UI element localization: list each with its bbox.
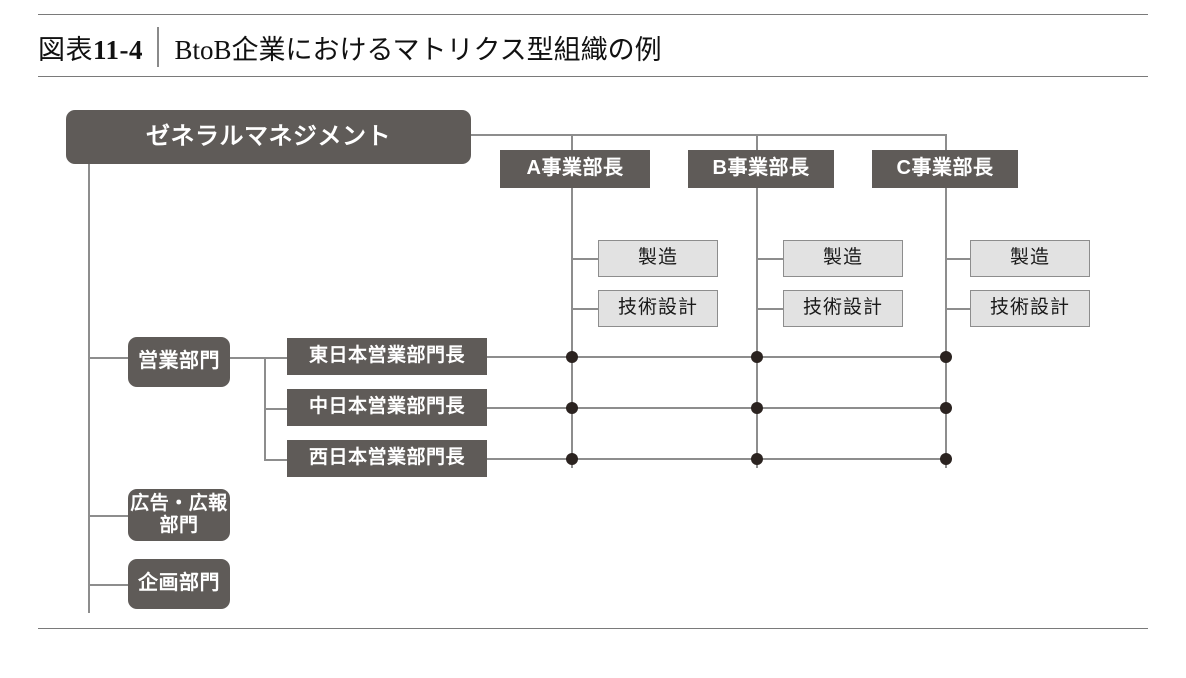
connector-b-to-mfg <box>756 258 783 260</box>
matrix-dot-east-b <box>751 351 763 363</box>
figure-number-value: 11-4 <box>93 34 144 65</box>
matrix-dot-central-b <box>751 402 763 414</box>
node-engineering-a[interactable]: 技術設計 <box>598 290 718 327</box>
node-planning-department[interactable]: 企画部門 <box>128 559 230 609</box>
figure-title: BtoB企業におけるマトリクス型組織の例 <box>174 34 662 65</box>
node-manufacturing-a[interactable]: 製造 <box>598 240 718 277</box>
matrix-dot-west-b <box>751 453 763 465</box>
node-west-sales-manager[interactable]: 西日本営業部門長 <box>287 440 487 477</box>
node-manufacturing-b[interactable]: 製造 <box>783 240 903 277</box>
node-central-sales-manager[interactable]: 中日本営業部門長 <box>287 389 487 426</box>
header-rule-top <box>38 14 1148 15</box>
connector-spine-to-sales-dept <box>88 357 130 359</box>
node-ad-pr-department-line1: 広告・広報 <box>130 492 228 514</box>
connector-spine-to-ad-pr-dept <box>88 515 130 517</box>
node-division-b[interactable]: B事業部長 <box>688 150 834 188</box>
matrix-row-line-central <box>487 407 948 409</box>
connector-b-to-eng <box>756 308 783 310</box>
column-line-c <box>945 188 947 468</box>
spine-left <box>88 164 90 613</box>
column-line-a <box>571 188 573 468</box>
column-line-b <box>756 188 758 468</box>
connector-bus-to-div-a <box>571 134 573 151</box>
matrix-dot-west-c <box>940 453 952 465</box>
connector-c-to-mfg <box>945 258 972 260</box>
node-ad-pr-department-line2: 部門 <box>159 515 199 536</box>
matrix-row-line-east <box>487 356 948 358</box>
connector-spine-to-planning-dept <box>88 584 130 586</box>
matrix-dot-east-c <box>940 351 952 363</box>
figure-number: 図表11-4 <box>38 28 157 67</box>
connector-a-to-eng <box>571 308 598 310</box>
node-manufacturing-c[interactable]: 製造 <box>970 240 1090 277</box>
connector-a-to-mfg <box>571 258 598 260</box>
header-rule-bottom <box>38 76 1148 77</box>
node-division-c[interactable]: C事業部長 <box>872 150 1018 188</box>
node-east-sales-manager[interactable]: 東日本営業部門長 <box>287 338 487 375</box>
matrix-row-line-west <box>487 458 948 460</box>
connector-bus-to-div-c <box>945 134 947 151</box>
node-engineering-c[interactable]: 技術設計 <box>970 290 1090 327</box>
matrix-dot-central-a <box>566 402 578 414</box>
figure-header: 図表11-4 BtoB企業におけるマトリクス型組織の例 <box>38 22 662 72</box>
connector-bus-to-div-b <box>756 134 758 151</box>
matrix-dot-east-a <box>566 351 578 363</box>
node-ad-pr-department[interactable]: 広告・広報 部門 <box>128 489 230 541</box>
figure-rule-bottom <box>38 628 1148 629</box>
node-division-a[interactable]: A事業部長 <box>500 150 650 188</box>
matrix-dot-central-c <box>940 402 952 414</box>
node-general-management[interactable]: ゼネラルマネジメント <box>66 110 471 164</box>
connector-bus-to-central-sales <box>264 408 288 410</box>
figure-label-prefix: 図表 <box>38 34 93 65</box>
connector-gm-to-divisions-bus <box>470 134 947 136</box>
connector-bus-to-west-sales <box>264 459 288 461</box>
node-sales-department[interactable]: 営業部門 <box>128 337 230 387</box>
connector-sales-dept-to-bus <box>230 357 288 359</box>
matrix-dot-west-a <box>566 453 578 465</box>
connector-c-to-eng <box>945 308 972 310</box>
node-engineering-b[interactable]: 技術設計 <box>783 290 903 327</box>
header-divider <box>157 27 159 67</box>
